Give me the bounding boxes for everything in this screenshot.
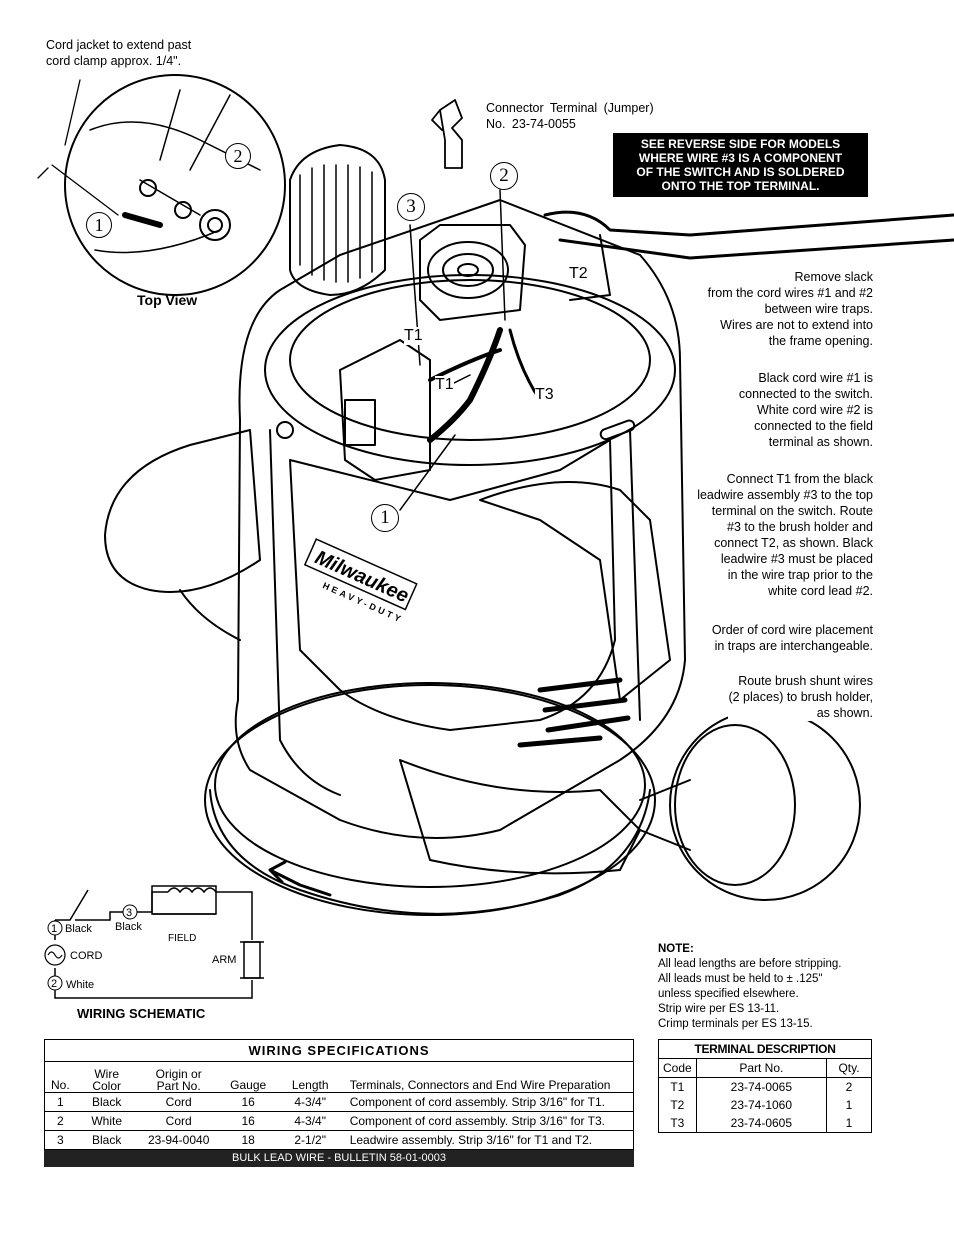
wiring-spec-title: WIRING SPECIFICATIONS [44,1039,634,1061]
switch [339,339,431,481]
svg-text:2: 2 [51,978,57,990]
callout-1: 1 [371,504,399,532]
label-t1-upper: T1 [404,327,423,345]
left-handle [104,429,261,593]
schematic-white: White [66,979,94,991]
col-terminals: Terminals, Connectors and End Wire Prepa… [349,1078,611,1092]
schematic-arm: ARM [212,954,236,966]
schematic-cord: CORD [70,950,102,962]
note-line: All lead lengths are before stripping. [658,958,842,970]
motor-housing [234,199,686,839]
callout-3: 3 [397,193,425,221]
cell: 1 [826,1114,872,1133]
col-no: No. [51,1078,70,1092]
svg-text:3: 3 [126,907,132,919]
instruction-brush-shunt: Route brush shunt wires (2 places) to br… [728,673,873,721]
cell: 1 [57,1095,64,1109]
cell: 2 [57,1114,64,1128]
cell: Cord [165,1095,192,1109]
label-t3: T3 [535,386,554,404]
cell: 16 [241,1095,255,1109]
col-code: Code [658,1058,697,1078]
schematic-black-1: Black [65,923,92,935]
schematic-black-3: Black [115,921,142,933]
table-row: 2 White Cord 16 4-3/4" Component of cord… [44,1112,634,1131]
instruction-order: Order of cord wire placement in traps ar… [711,622,873,654]
cell: 18 [241,1133,255,1147]
table-row: T3 23-74-0605 1 [658,1114,872,1133]
cell: 23-94-0040 [147,1133,210,1147]
depth-dial [289,144,386,296]
label-t1-lower: T1 [435,376,454,394]
cell: White [91,1114,123,1128]
cell: 4-3/4" [294,1114,326,1128]
connector-terminal-jumper [439,99,463,169]
wiring-spec-footer: BULK LEAD WIRE - BULLETIN 58-01-0003 [44,1150,634,1167]
base-plate [204,684,656,916]
note-line: Strip wire per ES 13-11. [658,1003,780,1015]
note-line: All leads must be held to ± .125" [658,973,823,985]
callout-1-topview: 1 [86,212,112,238]
table-row: 3 Black 23-94-0040 18 2-1/2" Leadwire as… [45,1131,634,1150]
cell: 23-74-0065 [695,1077,828,1096]
router-illustration: Milwaukee HEAVY-DUTY [37,74,954,916]
cell: Black [92,1095,122,1109]
cell: 3 [57,1133,64,1147]
terminal-description-table: TERMINAL DESCRIPTION Code Part No. Qty. … [658,1039,872,1133]
col-wire-color: Wire Color [92,1067,122,1093]
top-view-inset [64,74,286,296]
milwaukee-logo: Milwaukee HEAVY-DUTY [303,538,418,625]
schematic-field: FIELD [168,933,196,944]
svg-text:1: 1 [51,923,57,935]
table-row: T1 23-74-0065 2 [658,1077,872,1096]
cell: 23-74-0605 [695,1114,828,1133]
table-row: T2 23-74-1060 1 [658,1096,872,1114]
right-knob [669,709,861,901]
cell: T2 [658,1096,697,1114]
black-wire [427,327,503,443]
callout-2-topview: 2 [225,143,251,169]
power-cord [543,210,954,237]
cell: T3 [658,1114,697,1133]
instruction-cord-wires: Black cord wire #1 is connected to the s… [738,370,873,450]
col-qty: Qty. [826,1058,872,1078]
cell: Component of cord assembly. Strip 3/16" … [349,1114,605,1128]
cell: Leadwire assembly. Strip 3/16" for T1 an… [349,1133,593,1147]
cell: T1 [658,1077,697,1096]
note-line: Crimp terminals per ES 13-15. [658,1018,813,1030]
wiring-specifications-table: WIRING SPECIFICATIONS No. Wire Color Ori… [44,1039,634,1167]
schematic-title: WIRING SCHEMATIC [77,1006,206,1021]
instruction-leadwire: Connect T1 from the black leadwire assem… [697,471,873,599]
cell: 2-1/2" [294,1133,326,1147]
cell: 4-3/4" [294,1095,326,1109]
col-part-no: Part No. [695,1058,828,1078]
table-row: 1 Black Cord 16 4-3/4" Component of cord… [44,1093,634,1112]
cell: Black [92,1133,122,1147]
col-gauge: Gauge [230,1078,267,1092]
top-view-label: Top View [137,292,198,308]
connector-label: Connector Terminal (Jumper) No. 23-74-00… [486,101,654,131]
col-origin: Origin or Part No. [155,1067,202,1093]
label-t2: T2 [569,265,588,283]
note-line: unless specified elsewhere. [658,988,799,1000]
cell: Cord [165,1114,192,1128]
instruction-slack: Remove slack from the cord wires #1 and … [707,269,873,349]
callout-2: 2 [490,162,518,190]
reverse-side-notice: SEE REVERSE SIDE FOR MODELS WHERE WIRE #… [613,133,868,197]
terminal-title: TERMINAL DESCRIPTION [658,1039,872,1059]
cord-jacket-note: Cord jacket to extend past cord clamp ap… [46,38,192,68]
note-title: NOTE: [658,943,694,955]
cell: 16 [241,1114,255,1128]
col-length: Length [291,1078,329,1092]
cell: 2 [826,1077,872,1096]
wiring-schematic: 1 2 3 Black Black CORD White FIELD ARM [44,885,264,999]
cell: Component of cord assembly. Strip 3/16" … [349,1095,605,1109]
cell: 23-74-1060 [695,1096,828,1114]
cell: 1 [826,1096,872,1114]
note-block: NOTE: All lead lengths are before stripp… [658,942,841,1032]
